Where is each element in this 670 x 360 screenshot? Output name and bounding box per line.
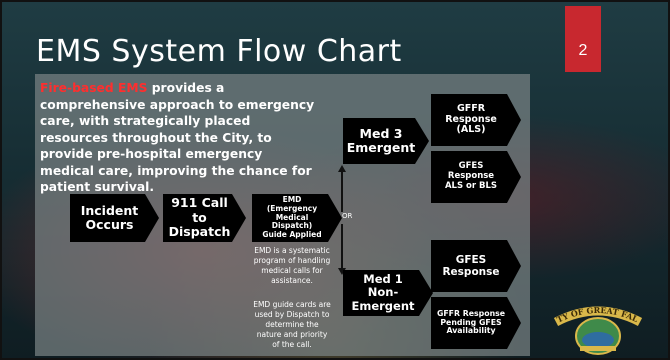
intro-text: provides a comprehensive approach to eme… <box>40 81 315 194</box>
incident-occurs-label: Incident Occurs <box>80 202 139 232</box>
page-number: 2 <box>578 42 588 59</box>
gfes-als-bls-label: GFES Response ALS or BLS <box>444 161 498 191</box>
slide-title: EMS System Flow Chart <box>36 34 402 69</box>
gfes-als-bls-box: GFES Response ALS or BLS <box>431 151 521 203</box>
emd-cards-note: EMD guide cards are used by Dispatch to … <box>253 300 331 349</box>
page-number-badge: 2 <box>565 6 601 72</box>
gffr-als-box: GFFR Response (ALS) <box>431 94 521 146</box>
gfes-response-box: GFES Response <box>431 240 521 292</box>
emd-definition-note: EMD is a systematic program of handling … <box>253 246 331 285</box>
branch-arrow-down <box>338 268 346 275</box>
emd-guide-box: EMD (Emergency Medical Dispatch) Guide A… <box>252 194 342 242</box>
branch-arrow-up <box>338 165 346 172</box>
med3-emergent-box: Med 3 Emergent <box>343 118 429 164</box>
intro-paragraph: Fire-based EMS provides a comprehensive … <box>40 80 318 196</box>
or-label: OR <box>342 212 353 220</box>
branch-line-up <box>341 170 343 212</box>
city-of-great-falls-logo: CITY OF GREAT FALLS <box>550 302 643 355</box>
call-911-box: 911 Call to Dispatch <box>163 194 246 242</box>
med1-non-emergent-box: Med 1 Non-Emergent <box>343 270 433 316</box>
med3-emergent-label: Med 3 Emergent <box>346 125 416 155</box>
call-911-label: 911 Call to Dispatch <box>168 195 231 240</box>
gffr-als-label: GFFR Response (ALS) <box>445 102 497 136</box>
emd-guide-label: EMD (Emergency Medical Dispatch) Guide A… <box>262 195 322 239</box>
gffr-pending-label: GFFR Response Pending GFES Availability <box>436 308 506 336</box>
intro-highlight: Fire-based EMS <box>40 81 148 95</box>
gfes-response-label: GFES Response <box>442 253 500 278</box>
branch-line-down <box>341 224 343 270</box>
incident-occurs-box: Incident Occurs <box>70 194 159 242</box>
med1-non-emergent-label: Med 1 Non-Emergent <box>351 272 415 313</box>
gffr-pending-box: GFFR Response Pending GFES Availability <box>431 297 521 349</box>
